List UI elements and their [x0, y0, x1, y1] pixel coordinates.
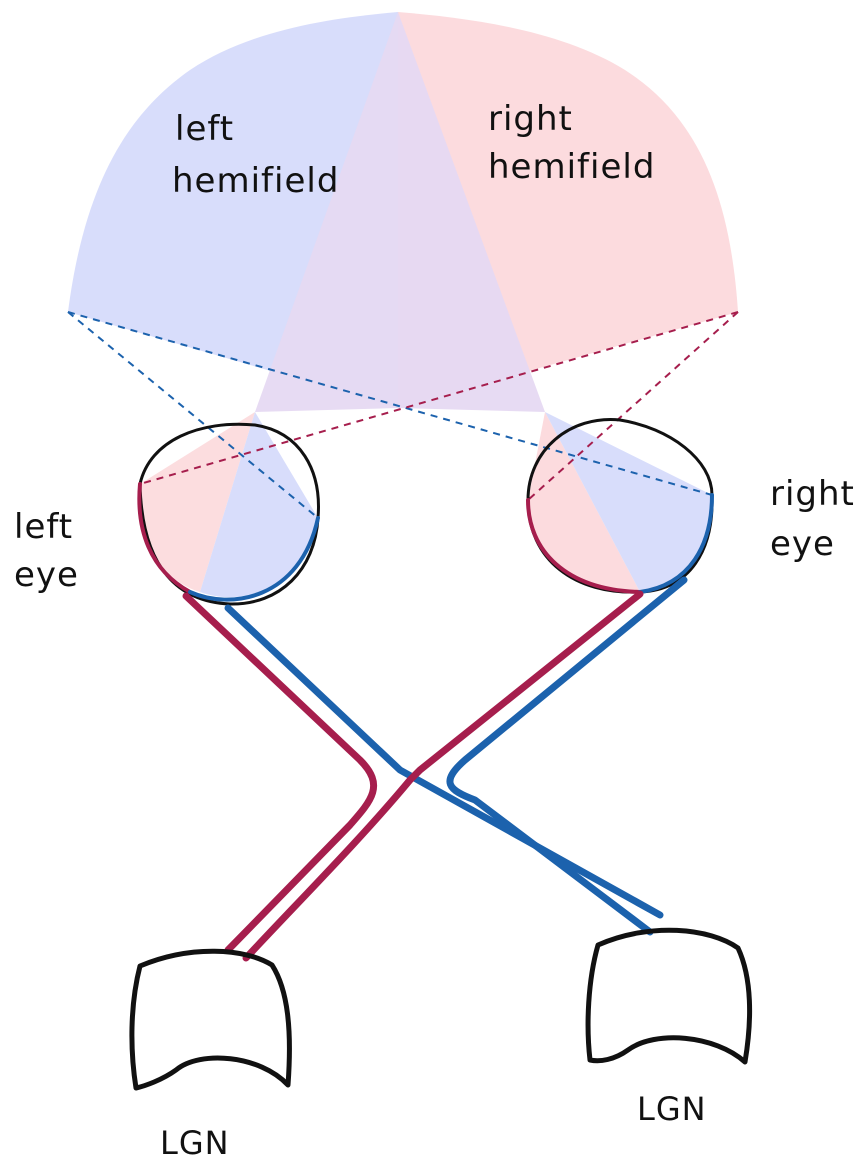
- right-hemifield-label-line2: hemifield: [488, 147, 655, 187]
- left-eye-label-line1: left: [14, 507, 73, 547]
- left-hemifield-label-line1: left: [175, 109, 234, 149]
- right-eye-red-pathway: [246, 594, 640, 958]
- visual-field: [68, 12, 738, 597]
- left-eye-label-line2: eye: [14, 555, 79, 595]
- lgn-left-label: LGN: [160, 1124, 230, 1162]
- right-eye-blue-pathway: [450, 580, 684, 932]
- lgn-right-label: LGN: [637, 1090, 707, 1128]
- lgn-right-outline: [588, 930, 750, 1062]
- lgn-left-outline: [132, 951, 290, 1088]
- lgn-right: [588, 930, 750, 1062]
- right-eye-label-line2: eye: [770, 524, 835, 564]
- right-eye-label-line1: right: [770, 474, 855, 514]
- left-eye-red-pathway: [186, 596, 374, 950]
- lgn-left: [132, 951, 290, 1088]
- left-hemifield-label-line2: hemifield: [172, 161, 339, 201]
- right-hemifield-label-line1: right: [488, 99, 573, 139]
- optic-pathways: [186, 580, 684, 958]
